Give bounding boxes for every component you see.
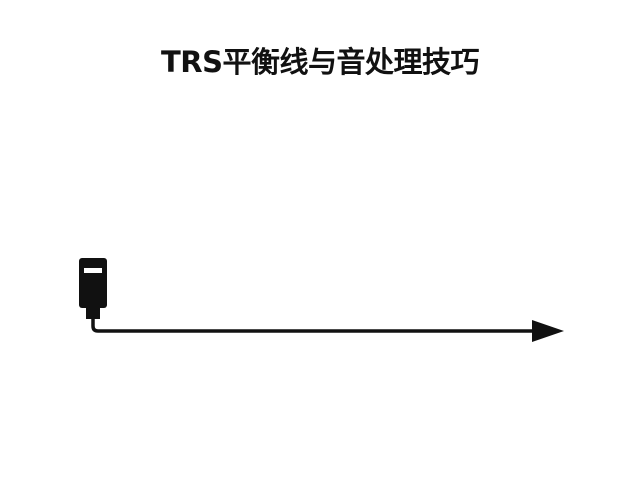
page-title: TRS平衡线与音处理技巧 xyxy=(161,45,480,79)
arrow-right-icon xyxy=(532,320,564,342)
signal-arrow xyxy=(91,316,564,342)
trs-plug-icon xyxy=(79,258,107,319)
